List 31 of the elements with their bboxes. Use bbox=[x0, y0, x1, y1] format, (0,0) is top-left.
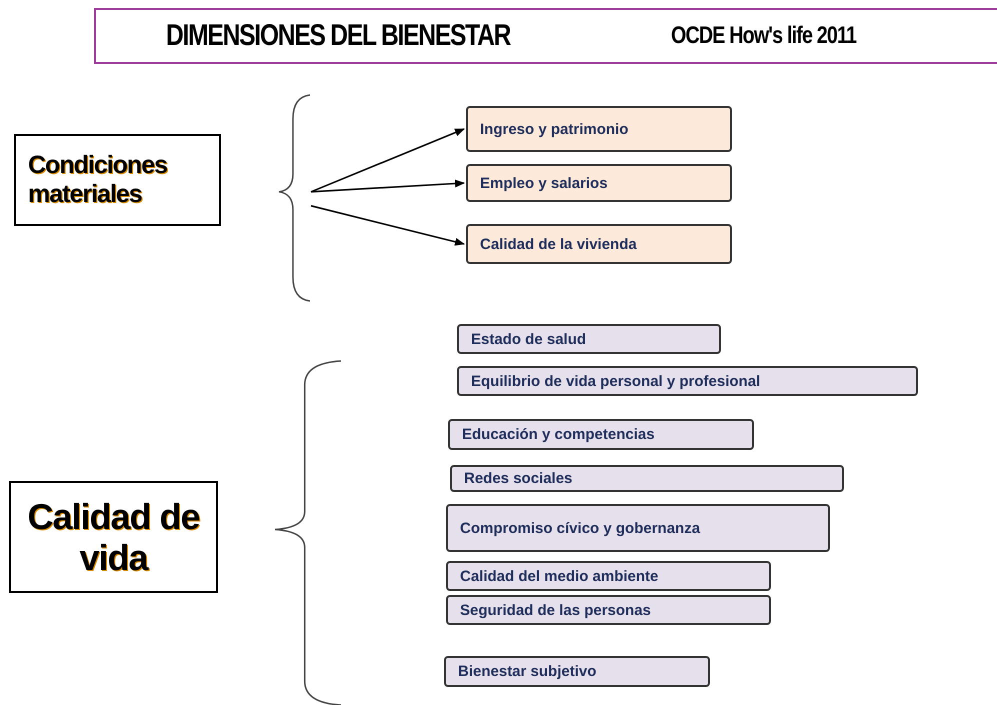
dimension-label: Ingreso y patrimonio bbox=[480, 120, 628, 138]
dimension-box bbox=[446, 595, 771, 625]
dimension-box bbox=[457, 366, 918, 396]
dimension-box bbox=[448, 419, 754, 450]
dimension-label: Empleo y salarios bbox=[480, 174, 608, 192]
dimension-label: Compromiso cívico y gobernanza bbox=[460, 520, 700, 536]
dimension-label: Calidad del medio ambiente bbox=[460, 568, 658, 584]
arrow bbox=[310, 180, 465, 193]
dimension-label: Calidad de la vivienda bbox=[480, 236, 637, 252]
dimension-box bbox=[457, 324, 721, 354]
arrow bbox=[310, 205, 465, 246]
dimension-label: Bienestar subjetivo bbox=[458, 663, 596, 680]
dimension-box bbox=[466, 224, 732, 264]
category-box bbox=[9, 481, 218, 593]
source-label: OCDE How's life 2011 bbox=[671, 22, 856, 50]
dimension-box bbox=[444, 656, 710, 687]
category-box bbox=[14, 134, 221, 226]
arrow bbox=[310, 128, 465, 193]
dimension-label: Redes sociales bbox=[464, 470, 572, 487]
dimension-box bbox=[466, 164, 732, 202]
dimension-box bbox=[450, 465, 844, 492]
dimension-box bbox=[446, 504, 830, 552]
dimension-box bbox=[466, 106, 732, 152]
dimension-box bbox=[446, 561, 771, 591]
dimension-label: Equilibrio de vida personal y profesional bbox=[471, 372, 760, 390]
dimension-label: Seguridad de las personas bbox=[460, 602, 651, 618]
dimension-label: Estado de salud bbox=[471, 330, 586, 348]
category-label: Calidad de vida bbox=[26, 496, 201, 578]
dimension-label: Educación y competencias bbox=[462, 426, 655, 443]
category-label: Condiciones materiales bbox=[28, 151, 168, 209]
title: DIMENSIONES DEL BIENESTAR bbox=[166, 19, 510, 53]
